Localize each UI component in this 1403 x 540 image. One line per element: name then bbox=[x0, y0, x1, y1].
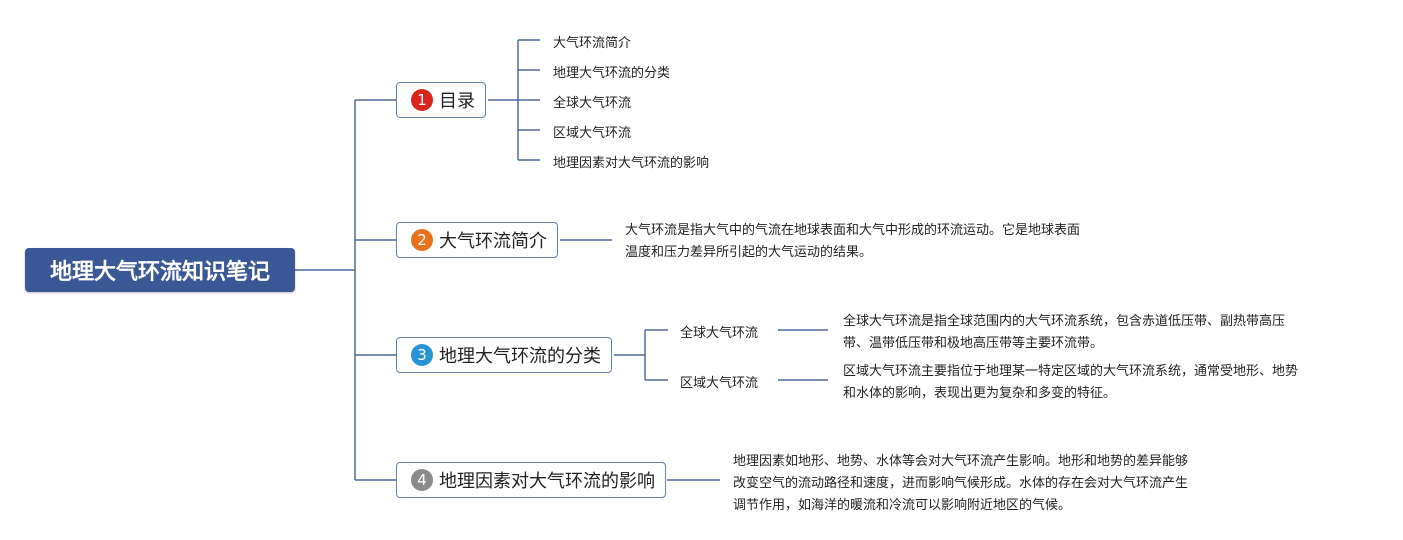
topic-toc[interactable]: 1 目录 bbox=[396, 82, 486, 118]
topic-label: 地理大气环流的分类 bbox=[439, 346, 601, 367]
toc-item[interactable]: 区域大气环流 bbox=[553, 126, 632, 141]
toc-item[interactable]: 地理因素对大气环流的影响 bbox=[553, 156, 710, 171]
topic-intro[interactable]: 2 大气环流简介 bbox=[396, 222, 558, 258]
root-node[interactable]: 地理大气环流知识笔记 bbox=[25, 248, 295, 292]
note-line: 带、温带低压带和极地高压带等主要环流带。 bbox=[843, 336, 1104, 351]
topic-label: 大气环流简介 bbox=[439, 231, 547, 252]
toc-item[interactable]: 地理大气环流的分类 bbox=[553, 66, 671, 81]
note-line: 温度和压力差异所引起的大气运动的结果。 bbox=[625, 245, 873, 260]
root-label: 地理大气环流知识笔记 bbox=[49, 260, 270, 285]
note-line: 区域大气环流主要指位于地理某一特定区域的大气环流系统，通常受地形、地势 bbox=[843, 364, 1299, 379]
number-badge-3: 3 bbox=[411, 344, 433, 366]
toc-item[interactable]: 全球大气环流 bbox=[553, 96, 632, 111]
number-badge-4: 4 bbox=[411, 469, 433, 491]
topic-label: 目录 bbox=[439, 91, 475, 112]
global-note[interactable]: 全球大气环流是指全球范围内的大气环流系统，包含赤道低压带、副热带高压 带、温带低… bbox=[843, 311, 1285, 355]
category-regional[interactable]: 区域大气环流 bbox=[680, 376, 759, 391]
influence-note[interactable]: 地理因素如地形、地势、水体等会对大气环流产生影响。地形和地势的差异能够 改变空气… bbox=[733, 451, 1188, 517]
number-badge-1: 1 bbox=[411, 89, 433, 111]
topic-classification[interactable]: 3 地理大气环流的分类 bbox=[396, 337, 612, 373]
topic-label: 地理因素对大气环流的影响 bbox=[439, 471, 655, 492]
intro-note[interactable]: 大气环流是指大气中的气流在地球表面和大气中形成的环流运动。它是地球表面 温度和压… bbox=[625, 220, 1080, 264]
note-line: 和水体的影响，表现出更为复杂和多变的特征。 bbox=[843, 386, 1117, 401]
note-line: 全球大气环流是指全球范围内的大气环流系统，包含赤道低压带、副热带高压 bbox=[843, 314, 1286, 329]
note-line: 大气环流是指大气中的气流在地球表面和大气中形成的环流运动。它是地球表面 bbox=[625, 223, 1081, 238]
topic-influence[interactable]: 4 地理因素对大气环流的影响 bbox=[396, 462, 666, 498]
toc-item[interactable]: 大气环流简介 bbox=[553, 36, 632, 51]
note-line: 地理因素如地形、地势、水体等会对大气环流产生影响。地形和地势的差异能够 bbox=[733, 454, 1189, 469]
note-line: 调节作用，如海洋的暖流和冷流可以影响附近地区的气候。 bbox=[733, 498, 1072, 513]
note-line: 改变空气的流动路径和速度，进而影响气候形成。水体的存在会对大气环流产生 bbox=[733, 476, 1189, 491]
category-global[interactable]: 全球大气环流 bbox=[680, 326, 759, 341]
number-badge-2: 2 bbox=[411, 229, 433, 251]
regional-note[interactable]: 区域大气环流主要指位于地理某一特定区域的大气环流系统，通常受地形、地势 和水体的… bbox=[843, 361, 1298, 405]
